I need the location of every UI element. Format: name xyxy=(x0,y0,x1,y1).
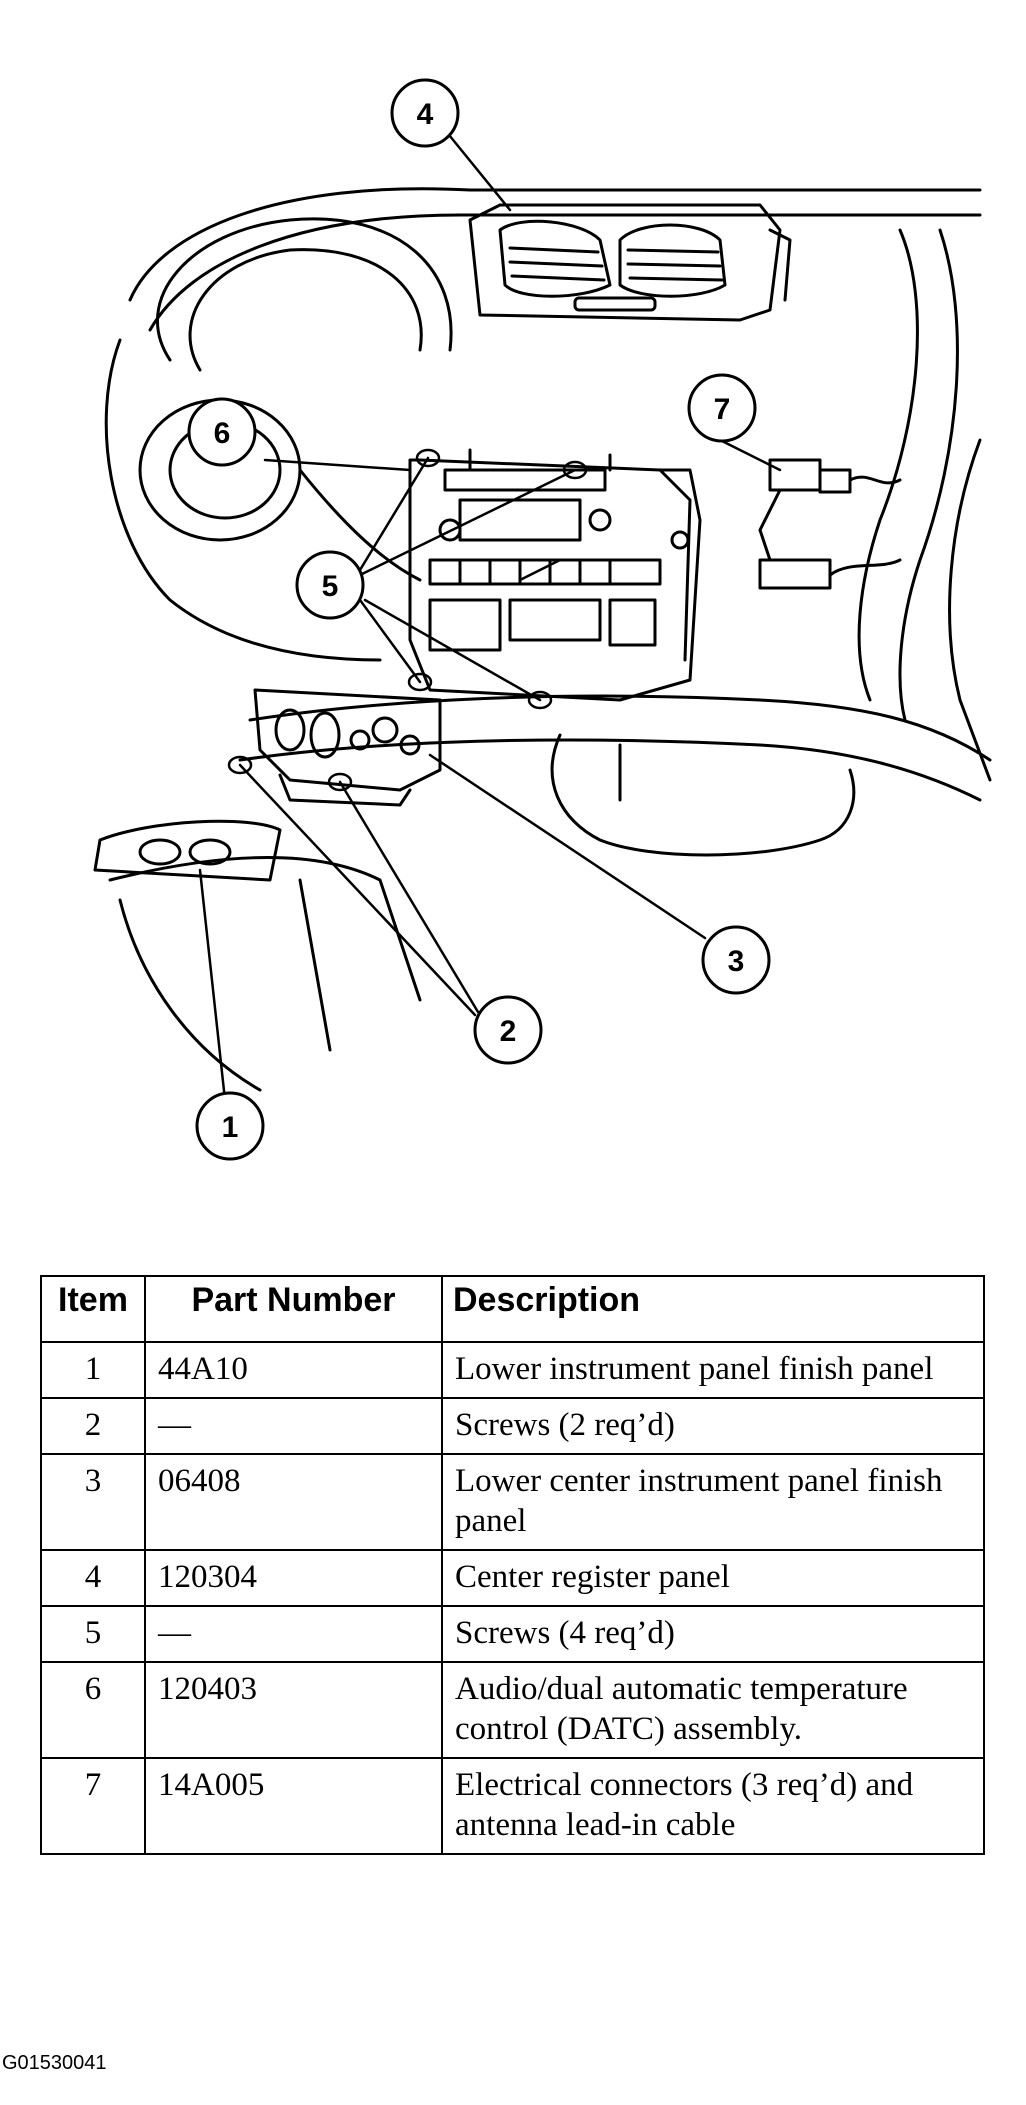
steering-wheel xyxy=(138,217,453,582)
row-description: Screws (2 req’d) xyxy=(441,1397,985,1455)
callout-1: 1 xyxy=(195,1091,265,1161)
header-part-number: Part Number xyxy=(144,1275,443,1343)
row-item: 7 xyxy=(40,1757,146,1855)
row-item: 4 xyxy=(40,1549,146,1607)
leader-lines xyxy=(198,128,782,1102)
header-item: Item xyxy=(40,1275,146,1343)
row-part-number: 120403 xyxy=(144,1661,443,1759)
row-item: 2 xyxy=(40,1397,146,1455)
screws xyxy=(227,448,588,792)
lower-center-finish-panel xyxy=(253,688,442,807)
table-row: 5 — Screws (4 req’d) xyxy=(40,1605,985,1663)
table-row: 7 14A005 Electrical connectors (3 req’d)… xyxy=(40,1757,985,1855)
callout-5: 5 xyxy=(295,550,365,620)
audio-datc-assembly xyxy=(408,448,702,702)
row-item: 5 xyxy=(40,1605,146,1663)
callout-4: 4 xyxy=(390,78,460,148)
row-description: Electrical connectors (3 req’d) and ante… xyxy=(441,1757,985,1855)
callout-5-label: 5 xyxy=(322,570,339,603)
callout-3: 3 xyxy=(701,925,771,995)
callout-3-label: 3 xyxy=(728,945,745,978)
row-description: Lower instrument panel finish panel xyxy=(441,1341,985,1399)
lower-finish-panel xyxy=(93,819,282,882)
table-row: 6 120403 Audio/dual automatic temperatur… xyxy=(40,1661,985,1759)
row-part-number: — xyxy=(144,1397,443,1455)
row-part-number: 14A005 xyxy=(144,1757,443,1855)
row-part-number: — xyxy=(144,1605,443,1663)
table-header-row: Item Part Number Description xyxy=(40,1275,985,1343)
callout-6: 6 xyxy=(187,397,257,467)
row-description: Lower center instrument panel finish pan… xyxy=(441,1453,985,1551)
callout-7-label: 7 xyxy=(714,393,731,426)
callout-2: 2 xyxy=(473,995,543,1065)
row-part-number: 44A10 xyxy=(144,1341,443,1399)
row-item: 1 xyxy=(40,1341,146,1399)
row-description: Audio/dual automatic temperature control… xyxy=(441,1661,985,1759)
parts-table: Item Part Number Description 1 44A10 Low… xyxy=(40,1275,985,1855)
row-description: Screws (4 req’d) xyxy=(441,1605,985,1663)
electrical-connectors xyxy=(758,458,902,590)
callout-6-label: 6 xyxy=(214,417,231,450)
row-part-number: 120304 xyxy=(144,1549,443,1607)
table-row: 1 44A10 Lower instrument panel finish pa… xyxy=(40,1341,985,1399)
callout-7: 7 xyxy=(687,373,757,443)
exploded-view-diagram: 1 2 3 4 5 6 7 xyxy=(93,78,992,1161)
callouts: 1 2 3 4 5 6 7 xyxy=(187,78,771,1161)
table-row: 2 — Screws (2 req’d) xyxy=(40,1397,985,1455)
row-item: 6 xyxy=(40,1661,146,1759)
callout-4-label: 4 xyxy=(417,98,434,131)
row-item: 3 xyxy=(40,1453,146,1551)
figure-code: G01530041 xyxy=(2,2052,107,2074)
header-description: Description xyxy=(441,1275,985,1343)
row-part-number: 06408 xyxy=(144,1453,443,1551)
table-row: 4 120304 Center register panel xyxy=(40,1549,985,1607)
row-description: Center register panel xyxy=(441,1549,985,1607)
callout-2-label: 2 xyxy=(500,1015,517,1048)
callout-1-label: 1 xyxy=(222,1111,239,1144)
table-row: 3 06408 Lower center instrument panel fi… xyxy=(40,1453,985,1551)
center-register-panel xyxy=(468,203,792,322)
